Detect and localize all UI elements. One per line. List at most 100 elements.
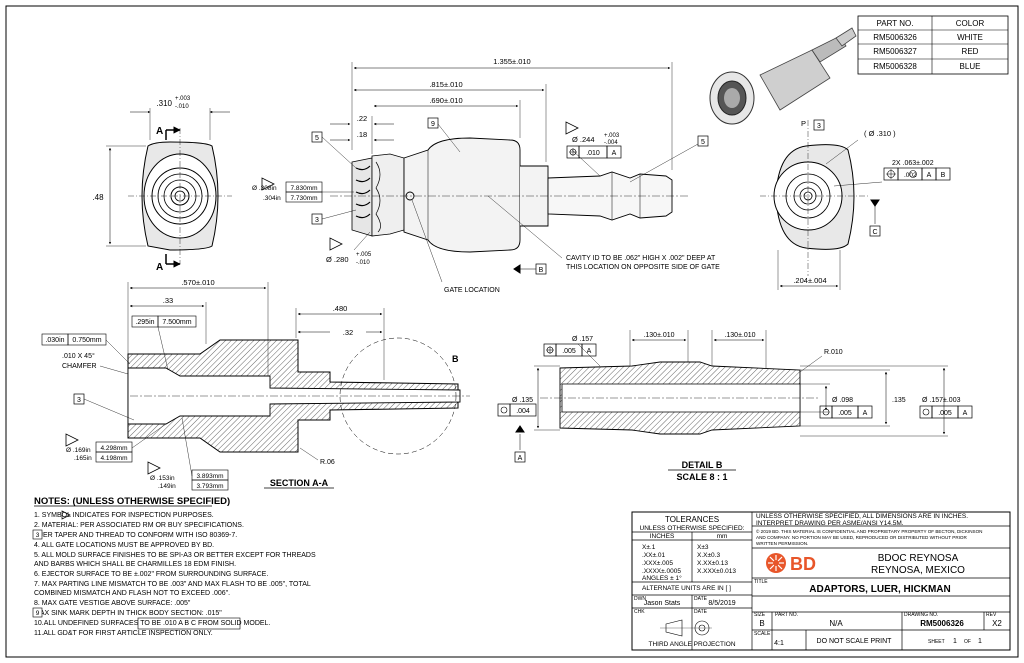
dim-308: Ø .308in	[252, 185, 277, 192]
end-left-width-minus: -.010	[175, 104, 189, 110]
detail-callout-b: B	[452, 354, 459, 364]
parts-header-color: COLOR	[956, 19, 985, 28]
dim-7730: 7.730mm	[290, 195, 317, 202]
size-value: B	[759, 619, 764, 628]
dim-22: .22	[357, 114, 367, 123]
note-item: 7. MAX PARTING LINE MISMATCH TO BE .003"…	[34, 581, 311, 588]
date2-label: DATE	[694, 609, 708, 615]
svg-text:9: 9	[36, 610, 40, 617]
projection-symbol-icon	[660, 619, 712, 637]
dim-304: .304in	[263, 195, 281, 202]
tol-row: .XX±.01	[642, 552, 665, 559]
section-label-bottom: A	[156, 262, 163, 273]
detail-157b: Ø .157±.003	[922, 397, 961, 404]
tol-row: X±3	[697, 544, 709, 551]
dim-244-plus: +.003	[604, 133, 620, 139]
detail-098: Ø .098	[832, 397, 853, 404]
dim-295: .295in	[135, 319, 154, 326]
part-no-label: PART NO.	[775, 612, 798, 618]
spec-note-1: UNLESS OTHERWISE SPECIFIED, ALL DIMENSIO…	[756, 513, 968, 520]
chamfer-1: .010 X 45°	[62, 352, 95, 360]
end-left-width: .310	[156, 99, 172, 108]
fcf-244-datum: A	[612, 150, 617, 157]
note-item: COMBINED MISMATCH AND FLASH NOT TO EXCEE…	[34, 590, 230, 597]
company-1: BDOC REYNOSA	[878, 553, 959, 564]
note-item: 2. MATERIAL: PER ASSOCIATED RM OR BUY SP…	[34, 522, 244, 529]
parts-table: PART NO. COLOR RM5006326 WHITE RM5006327…	[857, 15, 1009, 75]
rev-label: REV	[986, 612, 997, 618]
dim-815: .815±.010	[429, 80, 462, 89]
gate-location-label: GATE LOCATION	[444, 287, 500, 294]
section-label-top: A	[156, 126, 163, 137]
tol-alt-units: ALTERNATE UNITS ARE IN [ ]	[642, 585, 731, 592]
section-a-a	[41, 282, 470, 491]
drawn-by: Jason Stats	[644, 600, 681, 607]
tol-row: .XXXX±.0005	[642, 568, 681, 575]
flag-5-left: 5	[315, 135, 319, 142]
tol-row: X.XXX±0.013	[697, 568, 736, 575]
dim-32: .32	[343, 328, 353, 337]
scale-label: SCALE	[754, 631, 771, 637]
end-right-fcf-value: .002	[904, 172, 917, 179]
dim-18: .18	[357, 130, 367, 139]
drawn-date: 8/5/2019	[708, 600, 735, 607]
end-view-right	[760, 119, 951, 290]
dwn-label: DWN	[634, 596, 646, 602]
flag-5-right: 5	[701, 139, 705, 146]
detail-fcf-157: .005	[562, 348, 576, 355]
detail-fcf-157b-a: A	[963, 410, 968, 417]
projection-label: THIRD ANGLE PROJECTION	[648, 641, 735, 648]
dim-r06: R.06	[320, 459, 335, 466]
flag-3-section: 3	[77, 397, 81, 404]
detail-fcf-157b: .005	[938, 410, 952, 417]
note-item: MAX SINK MARK DEPTH IN THICK BODY SECTIO…	[34, 610, 222, 617]
parts-header-partno: PART NO.	[877, 19, 914, 28]
title-block	[631, 511, 1011, 651]
tol-row: X.X±0.3	[697, 552, 720, 559]
dim-480: .480	[333, 304, 348, 313]
dim-165: .165in	[74, 455, 92, 462]
dim-overall: 1.355±.010	[493, 57, 530, 66]
dim-244-minus: -.004	[604, 140, 618, 146]
detail-title: DETAIL B	[682, 460, 723, 470]
parts-cell: RED	[962, 47, 979, 56]
notes-heading: NOTES: (UNLESS OTHERWISE SPECIFIED)	[34, 496, 230, 507]
dim-570: .570±.010	[181, 278, 214, 287]
dim-4298: 4.298mm	[100, 445, 127, 452]
detail-r010: R.010	[824, 349, 843, 356]
dim-244: Ø .244	[572, 135, 595, 144]
drawing-no-label: DRAWING NO.	[904, 612, 938, 618]
isometric-render	[709, 27, 857, 125]
detail-fcf-157-a: A	[587, 348, 592, 355]
cavity-note-1: CAVITY ID TO BE .062" HIGH X .002" DEEP …	[566, 255, 716, 262]
detail-157: Ø .157	[572, 336, 593, 343]
conf-2: AND COMPANY. NO PORTION MAY BE USED, REP…	[756, 535, 968, 540]
tol-row: .XXX±.005	[642, 560, 673, 567]
scale-value: 4:1	[774, 640, 784, 647]
drawing-no-value: RM5006326	[920, 619, 964, 628]
conf-3: WRITTEN PERMISSION.	[756, 541, 808, 546]
drawing-title: ADAPTORS, LUER, HICKMAN	[809, 584, 950, 595]
dim-7830: 7.830mm	[290, 185, 317, 192]
note-inspection-flag	[61, 510, 71, 520]
part-no-value: N/A	[829, 619, 843, 628]
note-item: 8. MAX GATE VESTIGE ABOVE SURFACE: .005"	[34, 600, 191, 607]
dim-280: Ø .280	[326, 255, 349, 264]
detail-135b: .135	[892, 397, 906, 404]
tol-mm: mm	[717, 533, 728, 540]
title-label: TITLE	[754, 579, 768, 585]
dim-3793: 3.793mm	[196, 483, 223, 490]
dim-169: Ø .169in	[66, 447, 91, 454]
end-left-height: .48	[92, 193, 104, 202]
parts-cell: RM5006327	[873, 47, 917, 56]
notes: NOTES: (UNLESS OTHERWISE SPECIFIED) 1. S…	[32, 496, 316, 637]
note-item: LUER TAPER AND THREAD TO CONFORM WITH IS…	[34, 532, 237, 539]
company-2: REYNOSA, MEXICO	[871, 565, 965, 576]
dim-33: .33	[163, 296, 173, 305]
of-label: OF	[964, 639, 971, 645]
note-item: 6. EJECTOR SURFACE TO BE ±.002" FROM SUR…	[34, 571, 268, 578]
end-right-2x: 2X .063±.002	[892, 160, 934, 167]
svg-text:3: 3	[36, 532, 40, 539]
bd-logo-text: BD	[790, 554, 816, 574]
end-left-width-plus: +.003	[175, 96, 191, 102]
